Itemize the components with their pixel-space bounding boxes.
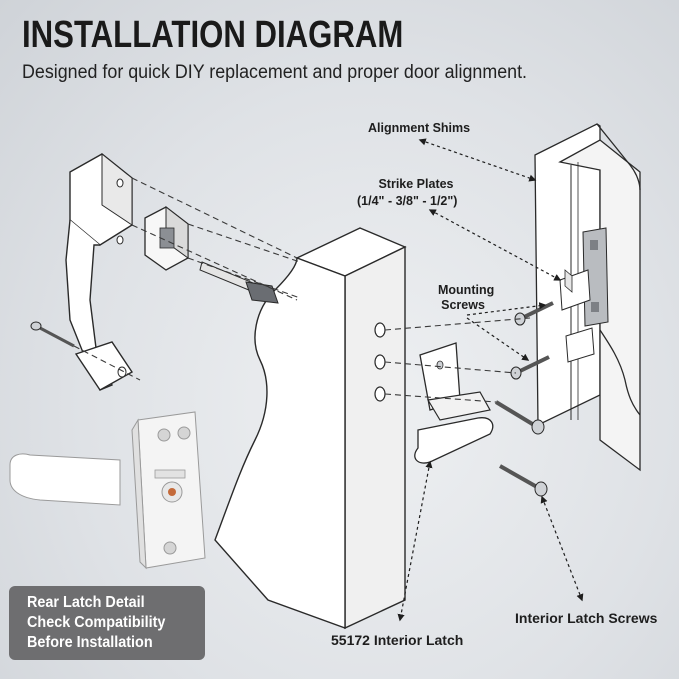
door-panel <box>214 227 407 630</box>
page-title: INSTALLATION DIAGRAM <box>22 14 404 56</box>
callout-interior-latch: 55172 Interior Latch <box>331 632 464 648</box>
page-subtitle: Designed for quick DIY replacement and p… <box>22 62 528 83</box>
exterior-handle <box>65 152 134 391</box>
spindle-rod <box>199 261 279 304</box>
compatibility-note-box: Rear Latch Detail Check Compatibility Be… <box>9 586 205 660</box>
callout-mounting: Mounting <box>438 283 495 297</box>
rear-latch-detail <box>9 411 206 570</box>
callout-interior-latch-screws: Interior Latch Screws <box>515 610 658 626</box>
note-line-3: Before Installation <box>27 634 153 651</box>
callout-alignment-shims: Alignment Shims <box>368 121 471 135</box>
note-line-1: Rear Latch Detail <box>27 594 145 611</box>
callout-screws: Screws <box>441 298 485 312</box>
lock-mechanism <box>144 205 189 271</box>
interior-latch-screws <box>494 400 548 497</box>
callout-strike-plates-title: Strike Plates <box>378 177 454 191</box>
handle-screw <box>30 321 75 348</box>
alignment-shims <box>559 269 595 363</box>
interior-latch <box>414 342 494 464</box>
guide-lines <box>73 177 531 403</box>
callout-strike-plates: Strike Plates <box>376 176 456 192</box>
callout-arrows <box>397 138 584 622</box>
callout-strike-plates-sizes: (1/4" - 3/8" - 1/2") <box>357 194 458 208</box>
note-line-2: Check Compatibility <box>27 614 166 631</box>
